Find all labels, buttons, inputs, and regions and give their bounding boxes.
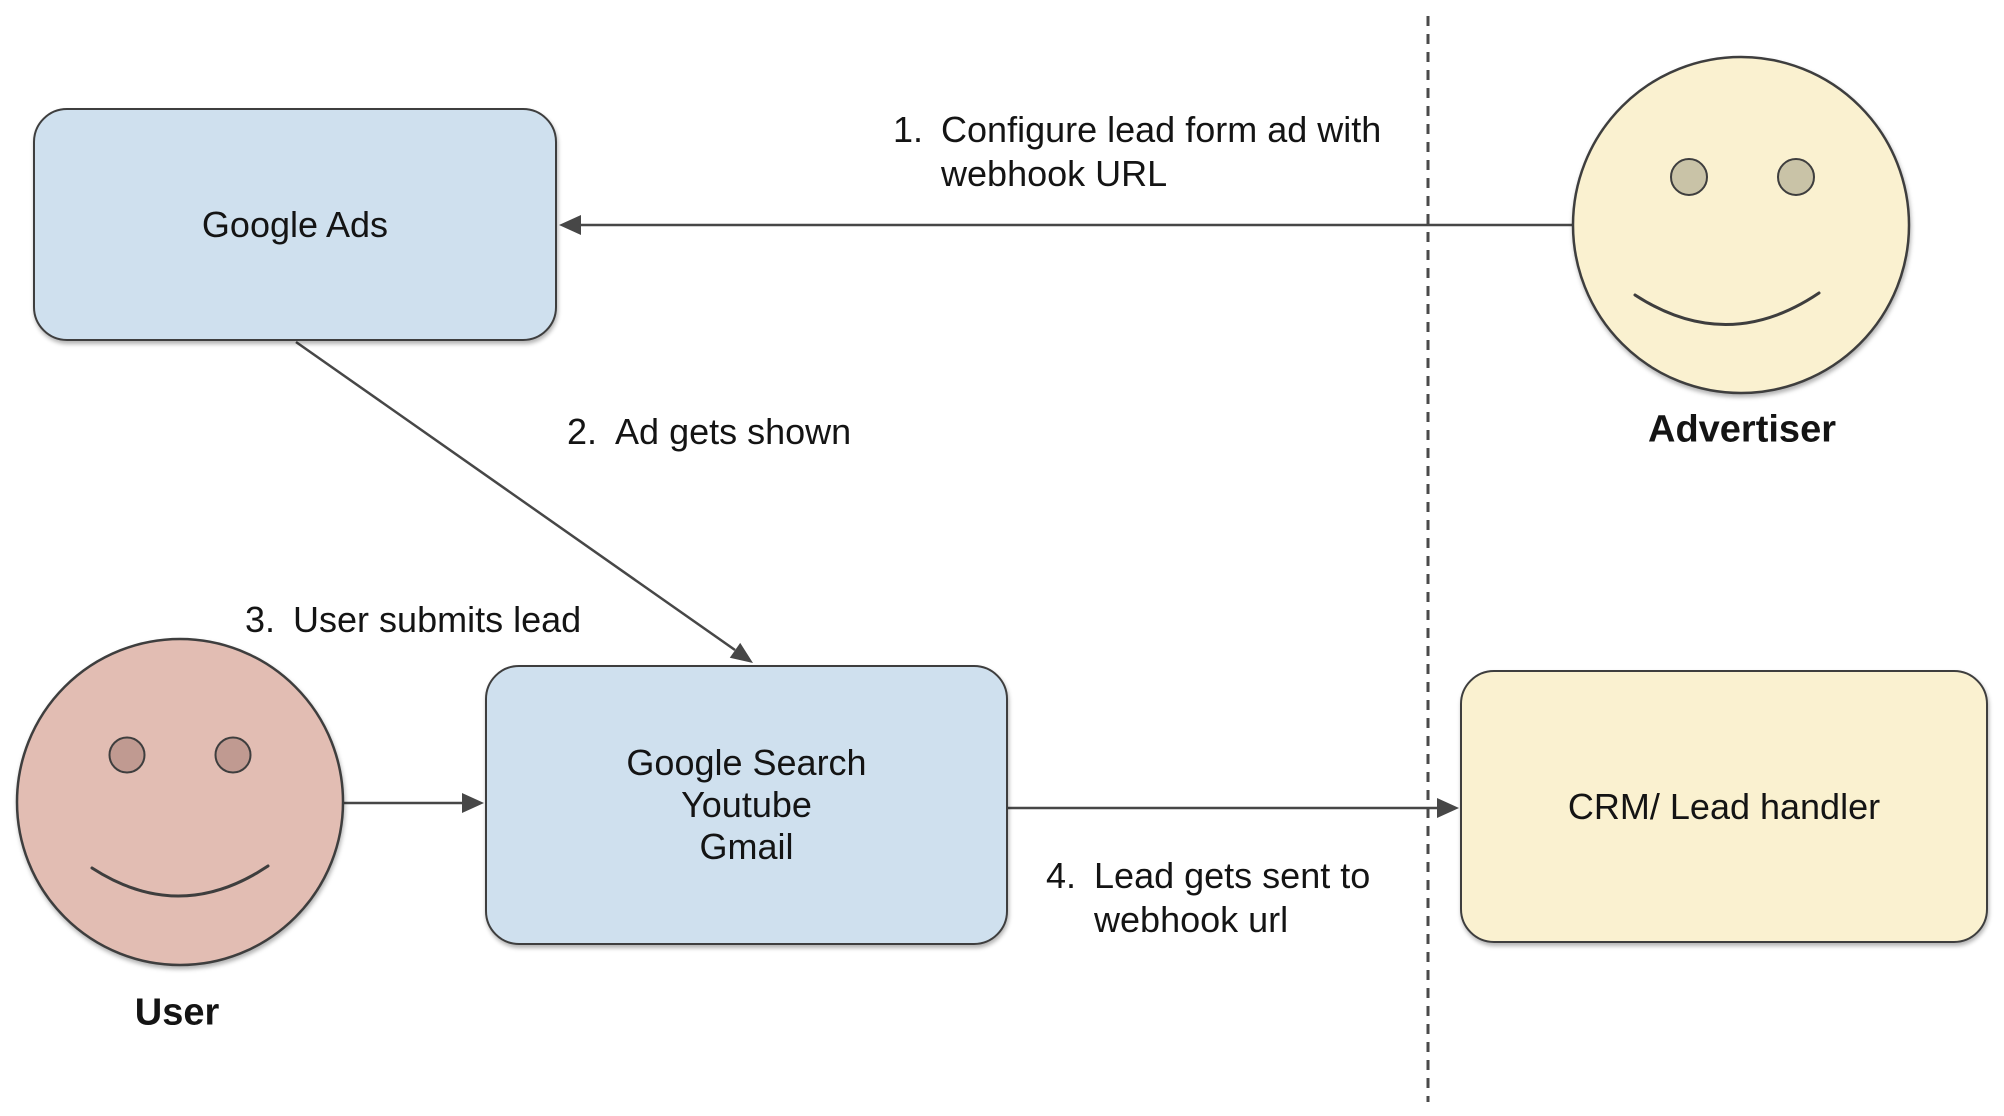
user-face-circle	[15, 637, 345, 967]
node-google-properties-line1: Google Search	[626, 742, 867, 783]
node-google-properties-line2: Youtube	[681, 784, 812, 825]
step-1-text: Configure lead form ad with webhook URL	[941, 108, 1381, 196]
step-1-number: 1.	[893, 109, 924, 150]
step-2-annotation: 2. Ad gets shown	[567, 410, 851, 454]
step-4-annotation: 4. Lead gets sent to webhook url	[1046, 854, 1370, 942]
user-label: User	[134, 991, 220, 1034]
step-4-number: 4.	[1046, 855, 1077, 896]
step-4-text: Lead gets sent to webhook url	[1094, 854, 1370, 942]
arrow-2-head	[729, 642, 753, 663]
step-2-text: Ad gets shown	[615, 411, 852, 452]
node-crm-label: CRM/ Lead handler	[1567, 785, 1881, 827]
node-crm-lead-handler: CRM/ Lead handler	[1460, 670, 1988, 943]
arrow-3-head	[462, 793, 484, 813]
step-4-line1: Lead gets sent to	[1094, 855, 1371, 896]
node-google-ads: Google Ads	[33, 108, 557, 341]
user-face-icon	[15, 637, 345, 967]
advertiser-label: Advertiser	[1648, 408, 1836, 451]
advertiser-face-icon	[1571, 55, 1911, 395]
node-google-properties-line3: Gmail	[699, 826, 794, 867]
step-2-number: 2.	[567, 411, 598, 452]
user-smile-icon	[90, 864, 270, 898]
arrow-4-head	[1437, 798, 1459, 818]
step-3-annotation: 3. User submits lead	[245, 598, 581, 642]
advertiser-left-eye-icon	[1670, 158, 1708, 196]
step-3-text: User submits lead	[293, 599, 582, 640]
advertiser-face-circle	[1571, 55, 1911, 395]
step-1-line2: webhook URL	[941, 153, 1168, 194]
step-1-annotation: 1. Configure lead form ad with webhook U…	[893, 108, 1381, 196]
step-4-line2: webhook url	[1094, 899, 1289, 940]
step-3-number: 3.	[245, 599, 276, 640]
arrow-1-head	[559, 215, 581, 235]
node-google-properties: Google Search Youtube Gmail	[485, 665, 1008, 945]
user-right-eye-icon	[214, 736, 252, 774]
node-google-ads-label: Google Ads	[201, 203, 389, 245]
user-left-eye-icon	[108, 736, 146, 774]
arrow-2-line	[295, 340, 736, 652]
advertiser-smile-icon	[1633, 291, 1821, 326]
step-1-line1: Configure lead form ad with	[941, 109, 1382, 150]
node-google-properties-label: Google Search Youtube Gmail	[626, 742, 866, 868]
advertiser-right-eye-icon	[1777, 158, 1815, 196]
